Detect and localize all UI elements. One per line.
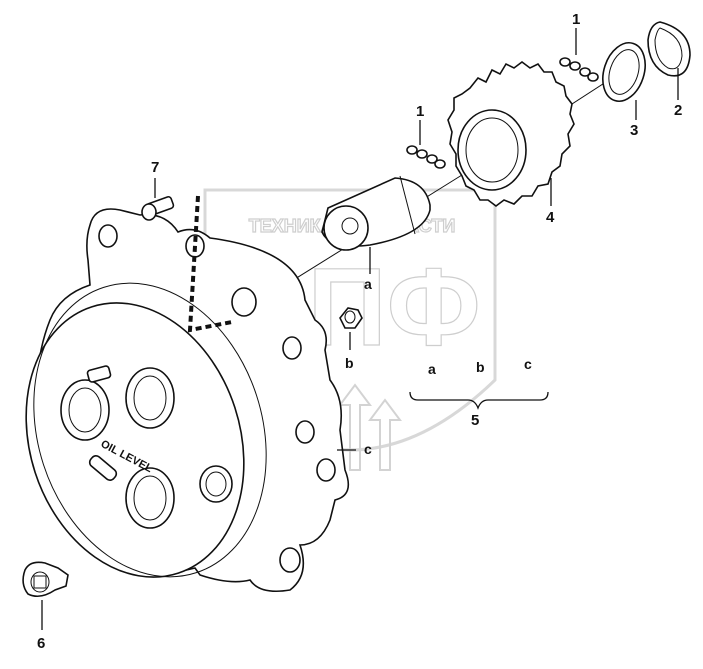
callout-6: 6 <box>37 635 45 652</box>
label-group-a: a <box>428 361 436 377</box>
callout-numbers: 1 1 2 3 4 5 6 7 <box>37 11 682 652</box>
callout-7: 7 <box>151 159 159 176</box>
callout-1-lower: 1 <box>416 103 424 120</box>
bolt-part-7 <box>141 195 175 221</box>
callout-1-upper: 1 <box>572 11 580 28</box>
roll-pins-part-1-upper <box>559 57 599 82</box>
label-b-plug: b <box>345 355 354 371</box>
leader-lines <box>41 28 679 630</box>
drain-plug-part-6 <box>22 561 69 598</box>
snap-ring-part-2 <box>647 21 691 77</box>
dashed-seal-line <box>187 195 233 333</box>
washer-part-3 <box>602 42 646 102</box>
roll-pins-part-1-lower <box>406 145 446 169</box>
gear-part-4 <box>447 61 575 207</box>
callout-5: 5 <box>471 412 479 429</box>
callout-3: 3 <box>630 122 638 139</box>
label-group-b: b <box>476 359 485 375</box>
label-c-hole: c <box>364 441 372 457</box>
label-group-c: c <box>524 356 532 372</box>
sub-labels: a b c a b c <box>345 276 532 457</box>
callout-4: 4 <box>546 209 555 226</box>
callout-2: 2 <box>674 102 682 119</box>
pin-a <box>321 175 431 251</box>
plug-b <box>339 307 363 329</box>
gear-housing: OIL LEVEL <box>25 208 350 593</box>
label-a-pin: a <box>364 276 372 292</box>
